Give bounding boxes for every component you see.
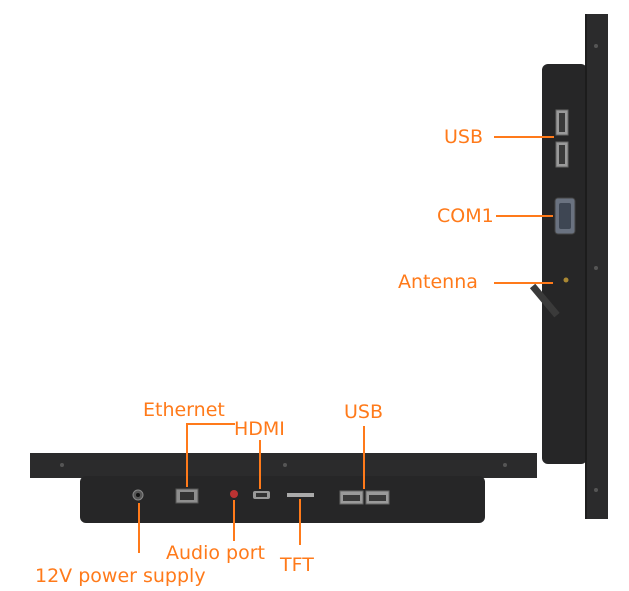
label-power: 12V power supply (35, 565, 206, 587)
leader-lines (138, 136, 554, 553)
leader-ethernet (186, 423, 235, 487)
antenna-shape (529, 283, 560, 318)
label-com1: COM1 (437, 205, 494, 227)
bottom-view-device (30, 453, 537, 523)
audio-jack (230, 490, 238, 498)
tft-slot (287, 493, 314, 497)
label-usb-side: USB (444, 126, 484, 148)
label-ethernet: Ethernet (143, 399, 225, 421)
label-audio-port: Audio port (166, 542, 265, 564)
side-rear-housing (542, 64, 587, 464)
label-antenna: Antenna (398, 271, 478, 293)
label-hdmi: HDMI (234, 418, 285, 440)
label-tft: TFT (280, 554, 314, 576)
label-usb-bottom: USB (344, 401, 384, 423)
side-view-device (529, 14, 608, 519)
bottom-rear-housing (80, 476, 485, 523)
